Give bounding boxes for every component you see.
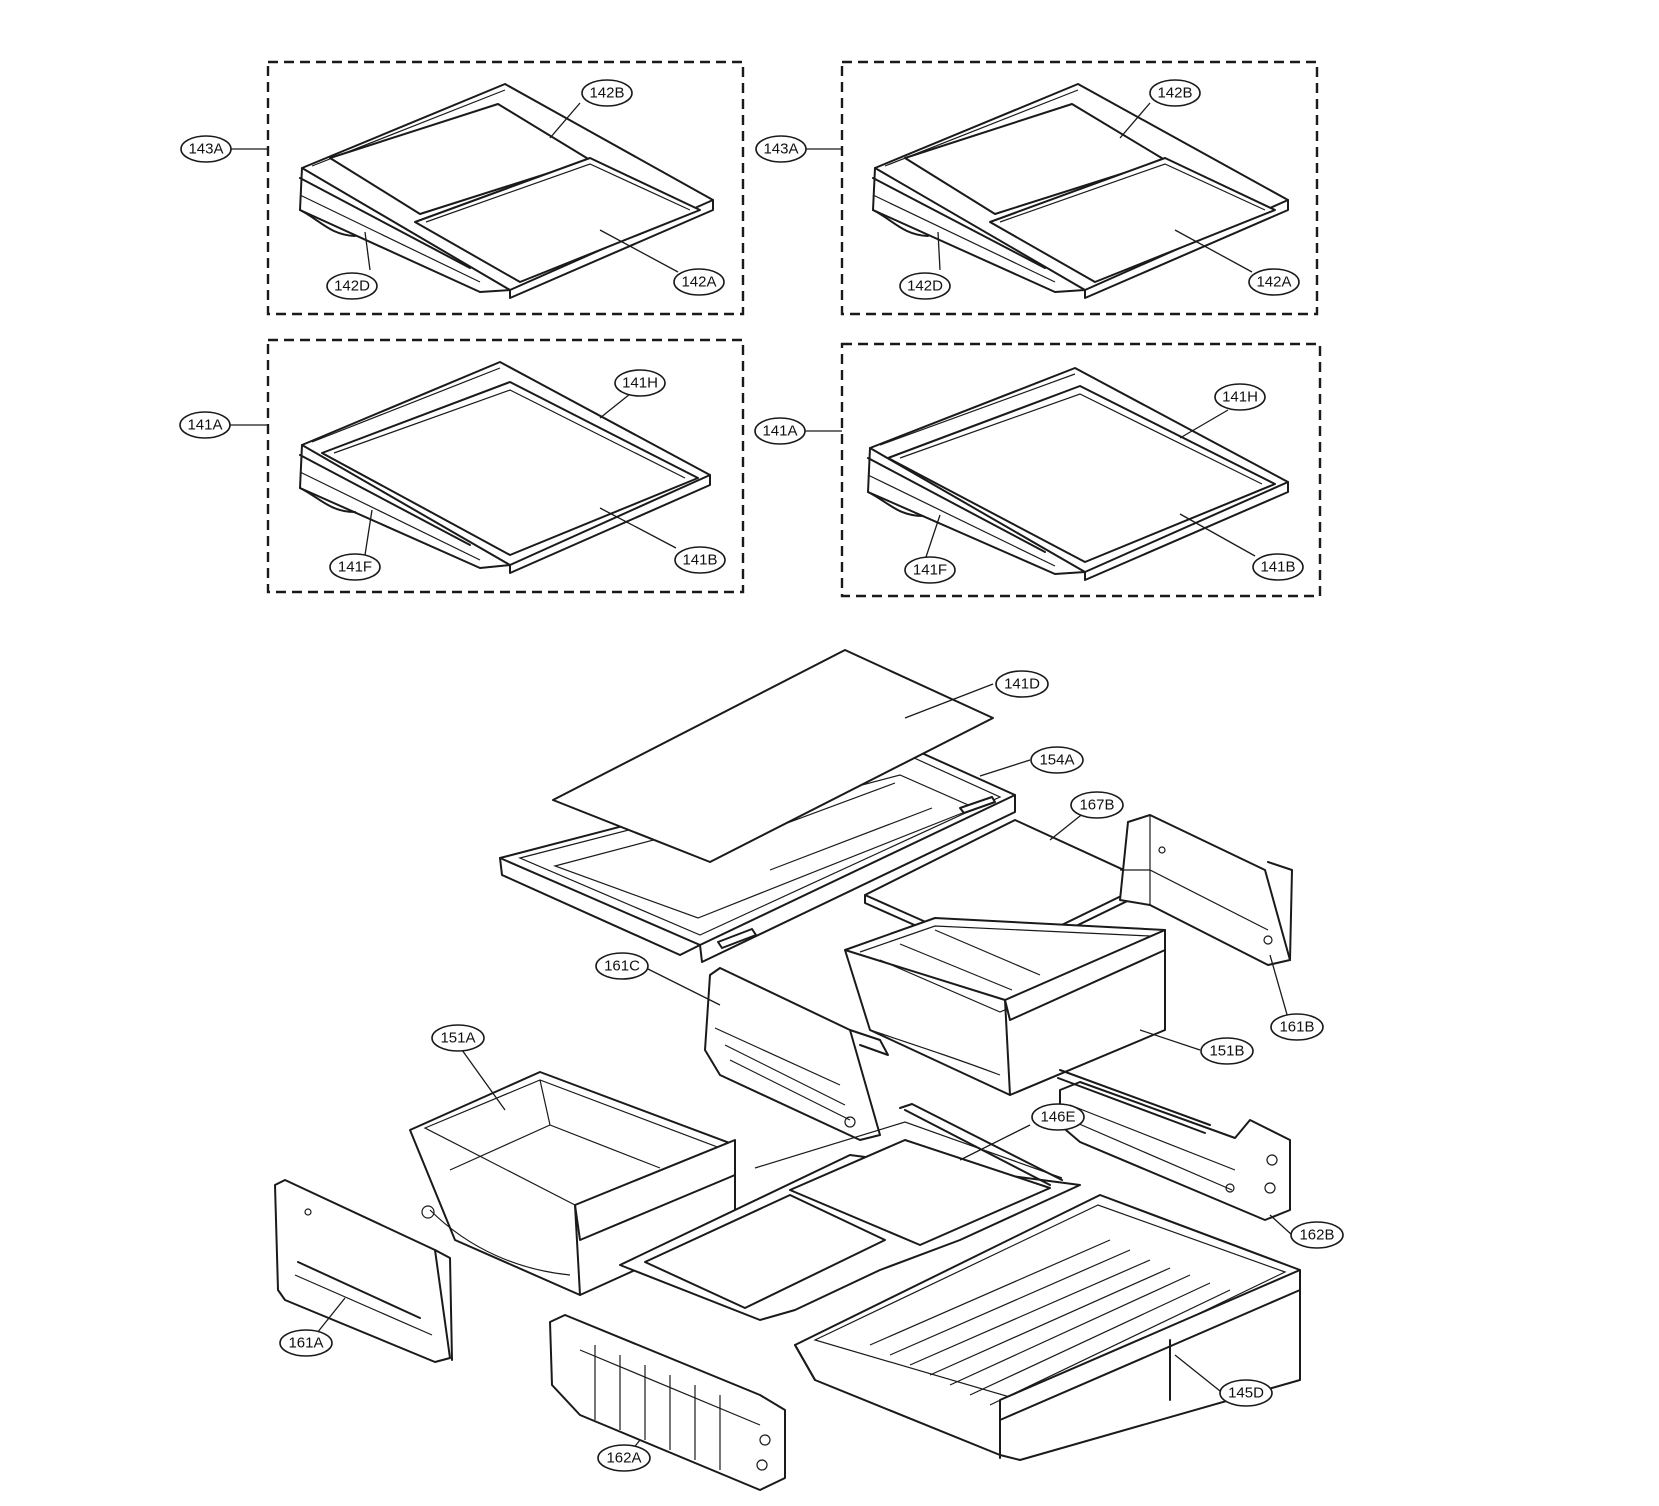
callout-label: 141H [1222,389,1258,406]
callout-label: 162B [1299,1227,1334,1244]
callout-141B-left: 141B [674,546,726,574]
callout-161A: 161A [279,1329,333,1357]
glass-panel-141D [552,649,994,863]
callout-label: 141F [913,562,947,579]
callout-167B: 167B [1070,791,1124,819]
cover-panel-146E [619,1103,1081,1321]
callout-161C: 161C [595,952,649,980]
callout-label: 167B [1079,797,1114,814]
tray-145D [794,1194,1301,1461]
callout-141B-right: 141B [1252,553,1304,581]
callout-143A-right: 143A [755,135,807,163]
callout-141D: 141D [995,670,1049,698]
split-glass-shelf-right [872,83,1289,299]
split-glass-shelf-left [299,83,714,299]
callout-142A-left: 142A [673,268,725,296]
callout-151B: 151B [1200,1037,1254,1065]
callout-label: 145D [1228,1385,1264,1402]
callout-142A-right: 142A [1248,268,1300,296]
shelf-assembly-143A-right [840,60,1319,316]
callout-label: 141B [1260,559,1295,576]
callout-label: 161B [1279,1019,1314,1036]
callout-label: 141F [338,559,372,576]
callout-label: 151B [1209,1043,1244,1060]
group-box-141A-left [266,338,745,594]
callout-label: 154A [1039,752,1074,769]
callout-146E: 146E [1031,1103,1085,1131]
crisper-drawer-151A [409,1071,736,1296]
callout-162A: 162A [597,1444,651,1472]
callout-label: 141D [1004,676,1040,693]
group-box-143A-right [840,60,1319,316]
crisper-drawer-151B [844,917,1166,1096]
drawer-guide-162B [1057,1069,1291,1221]
side-cover-161A [274,1179,453,1363]
callout-142D-left: 142D [326,272,378,300]
divider-161C [704,967,889,1141]
callout-141H-right: 141H [1214,383,1266,411]
callout-151A: 151A [431,1024,485,1052]
callout-142B-left: 142B [581,79,633,107]
callout-label: 142D [334,278,370,295]
group-box-141A-right [840,342,1322,598]
drawer-guide-162A [549,1314,786,1491]
callout-label: 141A [187,417,222,434]
callout-label: 151A [440,1030,475,1047]
callout-141F-left: 141F [329,553,381,581]
full-glass-shelf-left [299,361,711,574]
callout-161B: 161B [1270,1013,1324,1041]
shelf-assembly-141A-left [266,338,745,594]
callout-162B: 162B [1290,1221,1344,1249]
callout-label: 142A [1256,274,1291,291]
callout-141A-right: 141A [754,417,806,445]
callout-142B-right: 142B [1149,79,1201,107]
callout-label: 142B [589,85,624,102]
callout-label: 161A [288,1335,323,1352]
callout-label: 142D [907,278,943,295]
callout-label: 141H [622,375,658,392]
callout-141H-left: 141H [614,369,666,397]
callout-label: 143A [763,141,798,158]
callout-label: 142B [1157,85,1192,102]
side-cover-161B [1119,814,1293,966]
group-box-143A-left [266,60,745,316]
callout-label: 143A [188,141,223,158]
frame-154A [499,749,1016,963]
callout-145D: 145D [1219,1379,1273,1407]
callout-141F-right: 141F [904,556,956,584]
full-glass-shelf-right [867,367,1289,581]
callout-label: 142A [681,274,716,291]
callout-label: 141B [682,552,717,569]
callout-154A: 154A [1030,746,1084,774]
callout-142D-right: 142D [899,272,951,300]
shelf-assembly-143A-left [266,60,745,316]
callout-143A-left: 143A [180,135,232,163]
callout-label: 141A [762,423,797,440]
callout-141A-left: 141A [179,411,231,439]
shelf-assembly-141A-right [840,342,1322,598]
callout-label: 162A [606,1450,641,1467]
callout-label: 146E [1040,1109,1075,1126]
callout-label: 161C [604,958,640,975]
